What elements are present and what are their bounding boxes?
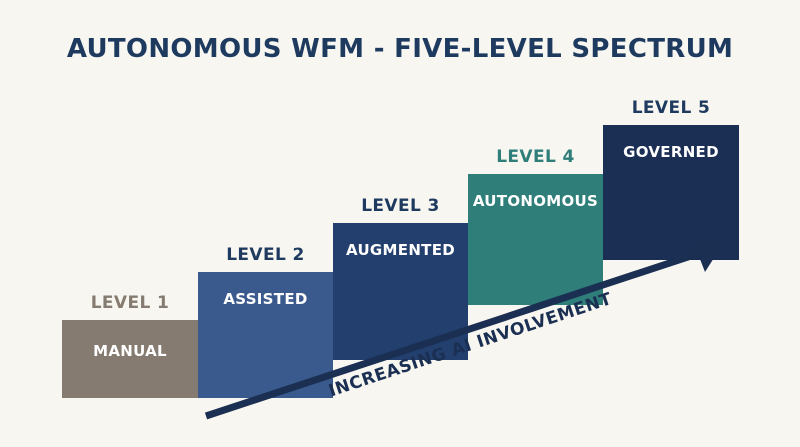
step-name-autonomous: AUTONOMOUS: [473, 192, 598, 210]
step-block-assisted: [198, 272, 333, 398]
step-name-assisted: ASSISTED: [223, 290, 307, 308]
steps-group: LEVEL 1 MANUAL LEVEL 2 ASSISTED LEVEL 3 AUGME…: [62, 98, 739, 398]
level-label-2: LEVEL 2: [226, 245, 305, 265]
diagram-title: AUTONOMOUS WFM - FIVE-LEVEL SPECTRUM: [67, 34, 733, 64]
step-block-governed: [603, 125, 739, 260]
arrow-shaft: [204, 249, 702, 420]
arrow-head-icon: [691, 236, 724, 272]
level-label-3: LEVEL 3: [361, 196, 440, 216]
step-block-manual: [62, 320, 198, 398]
step-name-augmented: AUGMENTED: [346, 241, 455, 259]
level-label-4: LEVEL 4: [496, 147, 575, 167]
step-block-autonomous: [468, 174, 603, 305]
level-label-5: LEVEL 5: [632, 98, 711, 118]
step-name-manual: MANUAL: [93, 342, 167, 360]
step-name-governed: GOVERNED: [623, 143, 719, 161]
level-label-1: LEVEL 1: [91, 293, 170, 313]
